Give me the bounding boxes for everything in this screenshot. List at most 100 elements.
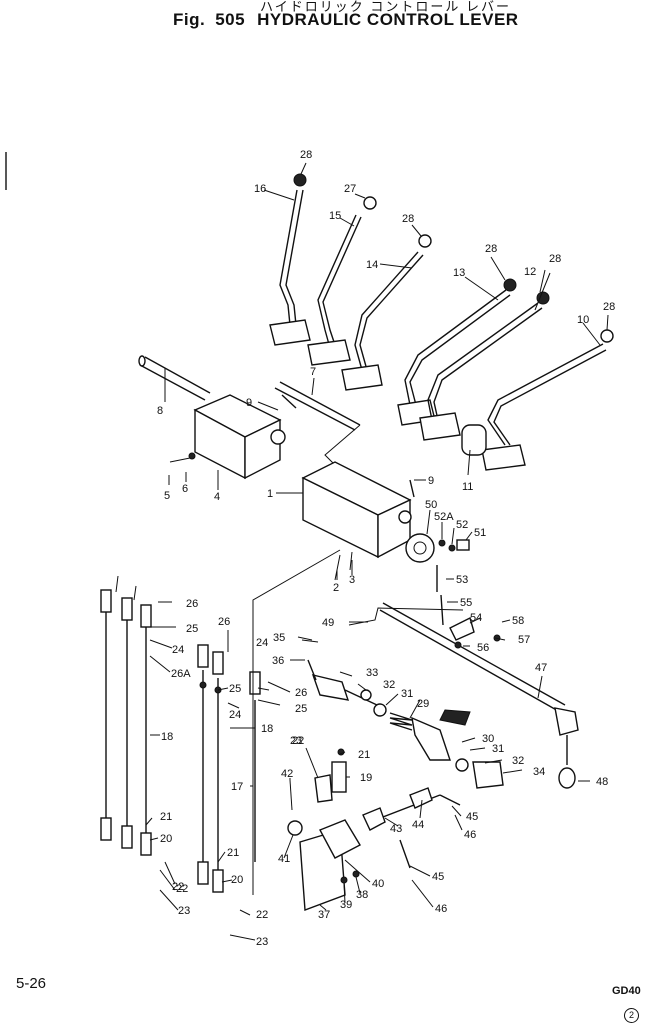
shaft-8	[138, 355, 211, 401]
callout-26: 26	[295, 687, 307, 699]
callout-33: 33	[366, 667, 378, 679]
callout-18: 18	[161, 731, 173, 743]
callout-24: 24	[229, 709, 241, 721]
knob-28a	[293, 173, 307, 187]
callout-47: 47	[535, 662, 547, 674]
leader-lines	[145, 162, 609, 941]
callout-53: 53	[456, 574, 468, 586]
pin-9a	[281, 394, 297, 409]
callout-24: 24	[172, 644, 184, 656]
fig-title-text: HYDRAULIC CONTROL LEVER	[257, 10, 519, 29]
callout-29: 29	[417, 698, 429, 710]
callout-25: 25	[229, 683, 241, 695]
callout-57: 57	[518, 634, 530, 646]
callout-46: 46	[435, 903, 447, 915]
callout-45: 45	[466, 811, 478, 823]
washer-39	[340, 876, 348, 884]
callout-26: 26	[186, 598, 198, 610]
spring-55	[436, 565, 444, 626]
washer-52a	[438, 539, 446, 547]
callout-55: 55	[460, 597, 472, 609]
page-number: 5-26	[16, 975, 47, 992]
callout-22: 22	[176, 883, 188, 895]
bolt-2-washer-3	[334, 551, 353, 581]
callout-41: 41	[278, 853, 290, 865]
pin-36	[307, 659, 317, 681]
link-40	[319, 819, 361, 859]
rod-group-center	[197, 644, 261, 893]
callout-26: 26	[218, 616, 230, 628]
callout-28: 28	[485, 243, 497, 255]
callout-24: 24	[256, 637, 268, 649]
pin-45b	[399, 839, 411, 869]
callout-4: 4	[214, 491, 220, 503]
callout-54: 54	[470, 612, 482, 624]
knob-28c	[503, 278, 517, 292]
callout-25: 25	[186, 623, 198, 635]
fig-number: 505	[215, 10, 246, 29]
bolt-35	[301, 639, 319, 643]
callout-17: 17	[231, 781, 243, 793]
sheet-mark: 2	[624, 1008, 639, 1023]
callout-49: 49	[322, 617, 334, 629]
fig-prefix: Fig.	[173, 10, 206, 29]
callout-52A: 52A	[434, 511, 454, 523]
lever-14	[341, 251, 424, 391]
pin-9b	[409, 479, 415, 498]
callout-37: 37	[318, 909, 330, 921]
callout-23: 23	[178, 905, 190, 917]
callout-31: 31	[492, 743, 504, 755]
callout-9: 9	[428, 475, 434, 487]
lever-13	[397, 289, 511, 426]
callout-27: 27	[344, 183, 356, 195]
callout-28: 28	[300, 149, 312, 161]
pin-42	[289, 779, 293, 811]
figure-title: Fig. 505 HYDRAULIC CONTROL LEVER	[173, 10, 519, 30]
leader-shaft-7	[324, 424, 361, 471]
callout-23: 23	[290, 735, 302, 747]
callout-56: 56	[477, 642, 489, 654]
callout-26A: 26A	[171, 668, 191, 680]
callout-22: 22	[292, 735, 304, 747]
callout-9: 9	[246, 397, 252, 409]
callout-32: 32	[383, 679, 395, 691]
callout-10: 10	[577, 314, 589, 326]
callout-42: 42	[281, 768, 293, 780]
washer-6	[188, 452, 196, 460]
clevis-43	[362, 807, 386, 831]
lever-12	[419, 302, 543, 441]
spring-29	[389, 712, 413, 731]
callout-21: 21	[358, 749, 370, 761]
washer-52	[448, 544, 456, 552]
callout-28: 28	[549, 253, 561, 265]
callout-23: 23	[256, 936, 268, 948]
callout-28: 28	[603, 301, 615, 313]
callout-32: 32	[512, 755, 524, 767]
callout-52: 52	[456, 519, 468, 531]
knob-28d	[536, 291, 550, 305]
bracket-1	[301, 461, 412, 559]
knob-27	[363, 196, 377, 210]
bracket-4	[193, 394, 286, 480]
rod-47	[379, 602, 579, 789]
callout-28: 28	[402, 213, 414, 225]
ring-31	[373, 703, 387, 717]
callout-48: 48	[596, 776, 608, 788]
link-54	[449, 616, 475, 641]
nut-56	[454, 641, 462, 649]
lever-16	[269, 189, 311, 346]
callout-20: 20	[231, 874, 243, 886]
pin-45a	[439, 794, 461, 806]
washer-32b	[455, 758, 469, 772]
callout-11: 11	[462, 481, 473, 493]
callout-44: 44	[412, 819, 424, 831]
callout-45: 45	[432, 871, 444, 883]
rod-group-left	[100, 575, 152, 856]
callout-16: 16	[254, 183, 266, 195]
callout-21: 21	[227, 847, 239, 859]
clevis-19	[331, 761, 347, 793]
callout-46: 46	[464, 829, 476, 841]
callout-31: 31	[401, 688, 413, 700]
callout-19: 19	[360, 772, 372, 784]
